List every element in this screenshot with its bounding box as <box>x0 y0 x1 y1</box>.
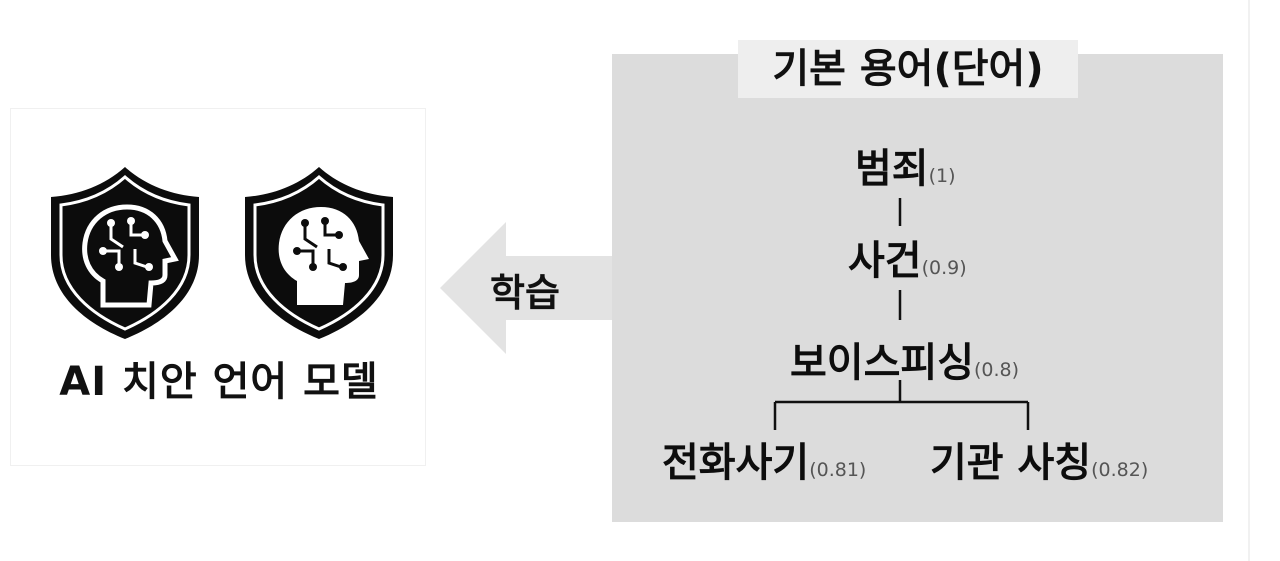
term-word: 사건 <box>848 238 922 284</box>
term-agency-impersonation: 기관 사칭(0.82) <box>930 430 1148 488</box>
learn-label: 학습 <box>490 271 560 315</box>
term-score: (0.81) <box>809 459 867 481</box>
page-edge-divider <box>1248 0 1250 561</box>
term-phone-fraud: 전화사기(0.81) <box>662 430 866 488</box>
shield-brain-dark-icon <box>51 167 199 339</box>
term-crime: 범죄(1) <box>855 136 956 194</box>
term-word: 보이스피싱 <box>790 340 974 386</box>
term-score: (1) <box>928 165 956 187</box>
term-word: 전화사기 <box>662 440 810 486</box>
term-word: 범죄 <box>855 146 929 192</box>
shield-brain-light-icon <box>245 167 393 339</box>
term-case: 사건(0.9) <box>848 228 967 286</box>
left-arrow-icon <box>440 222 616 354</box>
term-score: (0.8) <box>974 359 1020 381</box>
panel-title: 기본 용어(단어) <box>738 40 1078 98</box>
term-score: (0.82) <box>1091 459 1149 481</box>
term-voice-phishing: 보이스피싱(0.8) <box>790 330 1019 388</box>
model-title: AI 치안 언어 모델 <box>59 359 379 405</box>
ai-model-card: AI 치안 언어 모델 <box>10 108 426 466</box>
terms-panel <box>612 54 1223 522</box>
term-word: 기관 사칭 <box>930 440 1092 486</box>
term-score: (0.9) <box>921 257 967 279</box>
